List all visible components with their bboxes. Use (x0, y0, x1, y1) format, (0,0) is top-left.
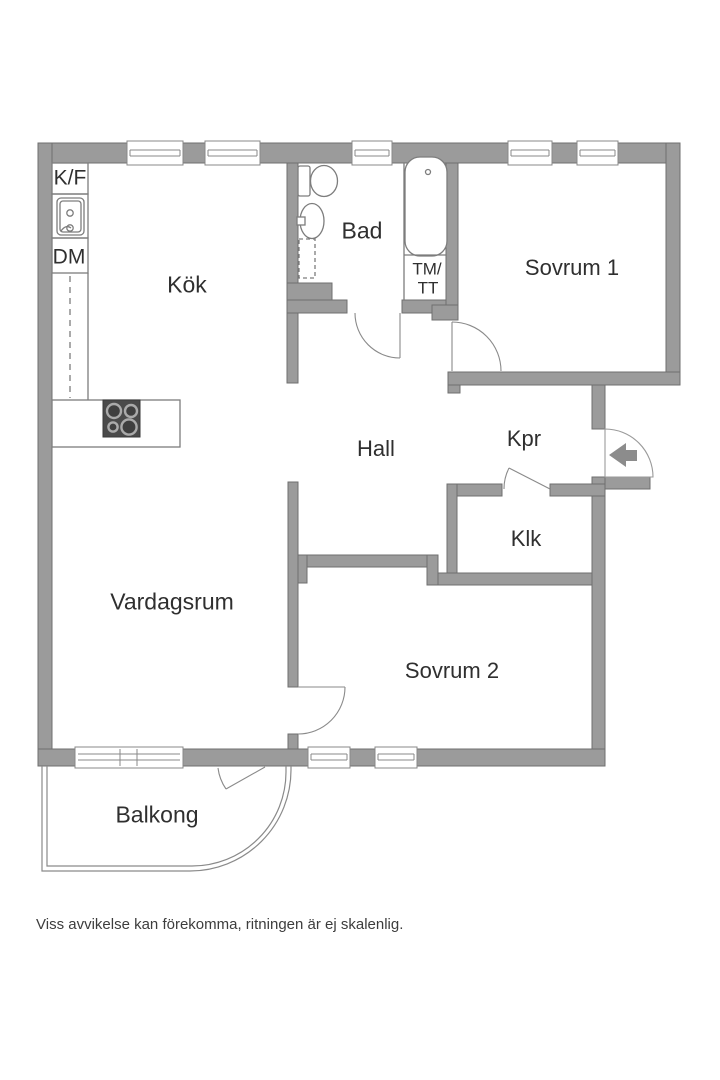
balcony-outer-line (41, 766, 292, 872)
label-washer: TM/ (412, 259, 442, 279)
label-dryer: TT (417, 278, 439, 298)
wall-right-upper (665, 142, 681, 386)
bathtub-icon (404, 156, 448, 257)
wall-entry-outer-stub (604, 476, 651, 490)
shower-space-dashed (298, 238, 316, 279)
label-bedroom2: Sovrum 2 (404, 658, 500, 683)
wall-divider-foot (431, 304, 459, 321)
label-fridge-freezer: K/F (53, 166, 87, 190)
wall-hall-bedroom2 (306, 554, 435, 568)
entrance-door (604, 428, 654, 478)
wall-entry-upper (591, 384, 606, 430)
windows (74, 140, 619, 769)
label-closet: Klk (510, 526, 542, 551)
stove-icon (102, 399, 141, 438)
wall-hall-bedroom2-jog (426, 554, 439, 586)
door-closet (503, 467, 551, 490)
wall-kitchen-bath-divider (286, 162, 299, 384)
label-bedroom1: Sovrum 1 (524, 255, 620, 280)
label-balcony: Balkong (115, 801, 199, 828)
kitchen-fixtures (51, 162, 181, 448)
bathroom-fixtures (296, 156, 448, 300)
washbasin-icon (296, 202, 325, 240)
entrance-arrow-icon (609, 443, 637, 467)
window-bedroom2-2 (374, 746, 418, 769)
label-living-room: Vardagsrum (110, 588, 234, 615)
wall-bedroom2-door-stub (287, 733, 299, 750)
toilet-icon (297, 164, 339, 198)
window-bedroom1-1 (507, 140, 553, 166)
door-bedroom1 (451, 321, 502, 372)
wall-below-bedroom1 (447, 371, 681, 386)
doors (217, 312, 551, 790)
wall-bedroom1-door-cap (447, 384, 461, 394)
window-kitchen-2 (204, 140, 261, 166)
wall-closet-top-right (549, 483, 606, 497)
dishwasher-box (51, 237, 89, 274)
wall-closet-left (446, 483, 458, 582)
wall-bedroom2-top-right (437, 572, 593, 586)
wall-bath-corner-block-b (286, 299, 348, 314)
window-bedroom2-1 (307, 746, 351, 769)
wall-bath-bedroom1-divider (445, 162, 459, 306)
wall-bath-corner-block-a (286, 282, 333, 301)
kitchen-sink-icon (56, 197, 85, 236)
label-bathroom: Bad (341, 217, 383, 244)
label-hall: Hall (357, 436, 395, 461)
window-kitchen-1 (126, 140, 184, 166)
window-bedroom1-2 (576, 140, 619, 166)
door-bathroom (354, 312, 401, 359)
label-kpr: Kpr (506, 426, 542, 451)
label-dishwasher: DM (52, 245, 86, 269)
window-bathroom (351, 140, 393, 166)
door-balcony (217, 766, 266, 790)
window-living-room (74, 746, 184, 769)
disclaimer-text: Viss avvikelse kan förekomma, ritningen … (36, 916, 404, 933)
door-bedroom2 (297, 686, 346, 735)
label-kitchen: Kök (167, 271, 207, 298)
wall-living-bedroom2-divider (287, 481, 299, 688)
wall-entry-lower (591, 476, 606, 767)
balcony-outline (41, 766, 292, 872)
wall-left (37, 142, 53, 767)
balcony-inner-line (46, 766, 287, 867)
